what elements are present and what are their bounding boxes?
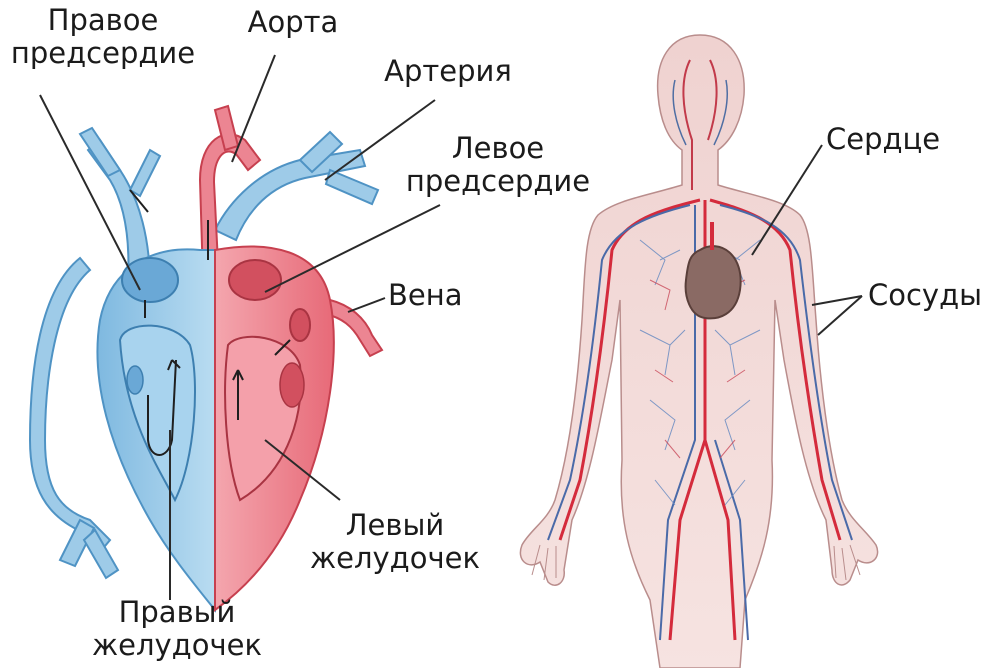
body-heart xyxy=(686,246,741,318)
papillary-muscle xyxy=(280,363,304,407)
label-artery: Артерия xyxy=(368,55,528,88)
leader-aorta xyxy=(232,55,275,162)
vena-cava-branch-2 xyxy=(130,150,160,196)
papillary-muscle-2 xyxy=(127,366,143,394)
left-atrium-chamber xyxy=(229,260,281,300)
label-left-ventricle: Левый желудочек xyxy=(300,509,490,575)
pulmonary-artery-branch-2 xyxy=(326,170,378,204)
label-body-heart: Сердце xyxy=(826,123,976,156)
label-vessels: Сосуды xyxy=(868,279,998,312)
inferior-vena-cava xyxy=(30,258,110,552)
vena-cava-branch xyxy=(80,128,120,176)
label-right-ventricle: Правый желудочек xyxy=(82,596,272,662)
label-vein: Вена xyxy=(388,279,498,312)
label-aorta: Аорта xyxy=(228,6,358,39)
body-silhouette xyxy=(520,35,877,668)
label-right-atrium: Правое предсердие xyxy=(3,4,203,70)
pulmonary-artery xyxy=(215,150,365,240)
label-left-atrium: Левое предсердие xyxy=(398,132,598,198)
leader-vein xyxy=(348,298,385,312)
pulmonary-vein-opening xyxy=(290,309,310,341)
body-illustration xyxy=(520,35,877,668)
right-atrium-chamber xyxy=(122,258,178,302)
